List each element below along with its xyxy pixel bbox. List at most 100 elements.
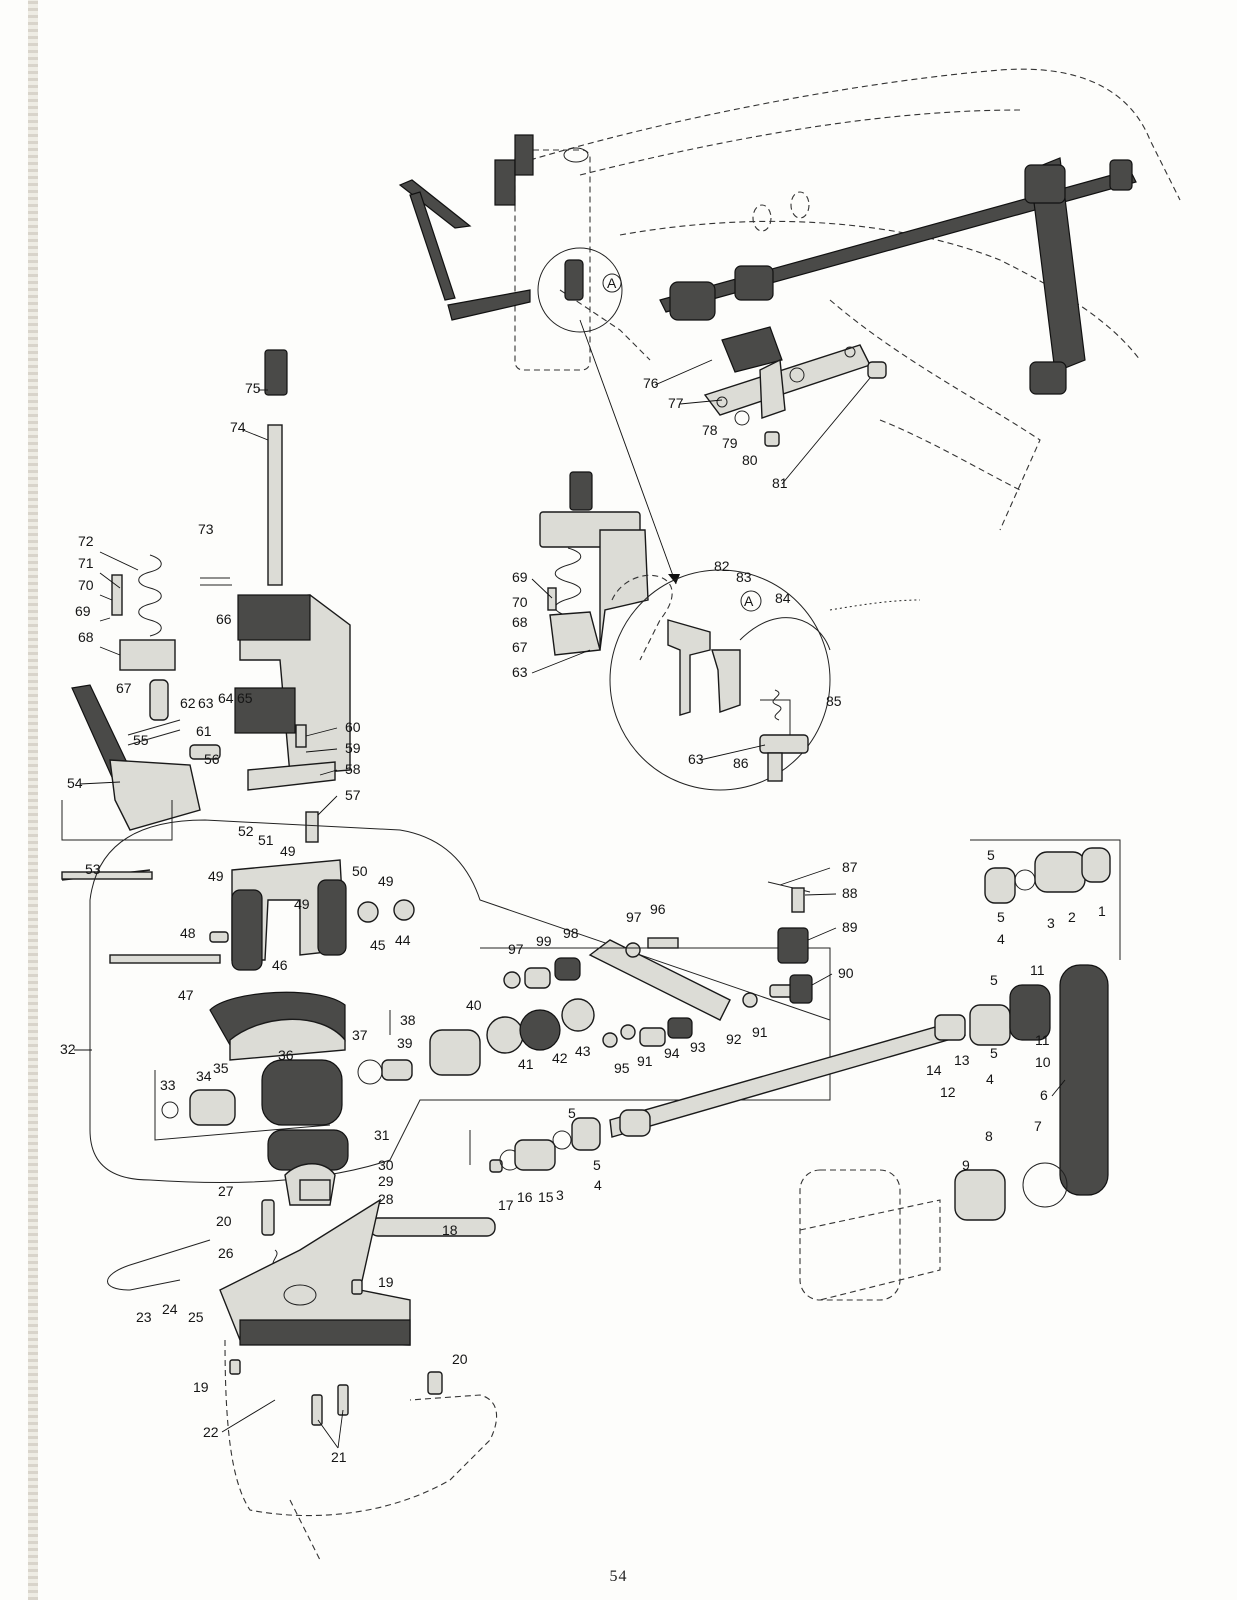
machine-arm-outline <box>514 68 1181 531</box>
part-callout-34: 34 <box>196 1068 212 1084</box>
part-callout-26: 26 <box>218 1245 234 1261</box>
part-callout-35: 35 <box>213 1060 229 1076</box>
detail-circle-a-small: A <box>537 247 680 585</box>
part-callout-5: 5 <box>593 1157 601 1173</box>
part-callout-60: 60 <box>345 719 361 735</box>
part-callout-44: 44 <box>395 932 411 948</box>
part-callout-22: 22 <box>203 1424 219 1440</box>
part-callout-69: 69 <box>512 569 528 585</box>
part-callout-76: 76 <box>643 375 659 391</box>
part-callout-24: 24 <box>162 1301 178 1317</box>
part-callout-37: 37 <box>352 1027 368 1043</box>
part-callout-94: 94 <box>664 1045 680 1061</box>
knee-lever-assembly <box>61 684 221 881</box>
part-callout-11: 11 <box>1030 962 1045 978</box>
part-callout-19: 19 <box>378 1274 394 1290</box>
part-callout-36: 36 <box>278 1047 294 1063</box>
bracket-44-52 <box>109 859 415 971</box>
part-callout-31: 31 <box>374 1127 390 1143</box>
part-callout-63: 63 <box>688 751 704 767</box>
part-callout-27: 27 <box>218 1183 234 1199</box>
part-callout-49: 49 <box>280 843 296 859</box>
part-callout-89: 89 <box>842 919 858 935</box>
part-callout-11: 11 <box>1035 1032 1050 1048</box>
part-callout-81: 81 <box>772 475 788 491</box>
pressure-bracket-detail: A <box>539 471 921 791</box>
page-binding-edge <box>28 0 38 1600</box>
part-callout-96: 96 <box>650 901 666 917</box>
lower-roller-assembly <box>107 1129 496 1291</box>
part-callout-90: 90 <box>838 965 854 981</box>
part-callout-19: 19 <box>193 1379 209 1395</box>
part-callout-49: 49 <box>294 896 310 912</box>
main-shaft <box>659 157 1137 395</box>
part-callout-50: 50 <box>352 863 368 879</box>
part-callout-49: 49 <box>208 868 224 884</box>
part-callout-82: 82 <box>714 558 730 574</box>
part-callout-20: 20 <box>216 1213 232 1229</box>
part-callout-71: 71 <box>78 555 94 571</box>
part-callout-83: 83 <box>736 569 752 585</box>
pressure-column <box>111 349 351 776</box>
part-callout-23: 23 <box>136 1309 152 1325</box>
part-callout-39: 39 <box>397 1035 413 1051</box>
part-callout-43: 43 <box>575 1043 591 1059</box>
part-callout-4: 4 <box>997 931 1005 947</box>
lift-lever <box>398 134 534 321</box>
part-callout-62: 62 <box>180 695 196 711</box>
part-callout-53: 53 <box>85 861 101 877</box>
part-callout-65: 65 <box>237 690 253 706</box>
part-callout-38: 38 <box>400 1012 416 1028</box>
part-callout-67: 67 <box>116 680 132 696</box>
part-callout-15: 15 <box>538 1189 554 1205</box>
part-callout-77: 77 <box>668 395 684 411</box>
part-callout-98: 98 <box>563 925 579 941</box>
part-callout-69: 69 <box>75 603 91 619</box>
part-callout-64: 64 <box>218 690 234 706</box>
part-callout-7: 7 <box>1034 1118 1042 1134</box>
plate-57-60 <box>247 724 336 843</box>
part-callout-1: 1 <box>1098 903 1106 919</box>
part-callout-72: 72 <box>78 533 94 549</box>
part-callout-46: 46 <box>272 957 288 973</box>
part-callout-78: 78 <box>702 422 718 438</box>
part-callout-70: 70 <box>512 594 528 610</box>
bracket-assembly-76-81 <box>703 326 887 447</box>
part-callout-17: 17 <box>498 1197 514 1213</box>
part-callout-74: 74 <box>230 419 246 435</box>
part-callout-5: 5 <box>990 972 998 988</box>
part-callout-51: 51 <box>258 832 274 848</box>
part-callout-84: 84 <box>775 590 791 606</box>
part-callout-95: 95 <box>614 1060 630 1076</box>
part-callout-33: 33 <box>160 1077 176 1093</box>
part-callout-45: 45 <box>370 937 386 953</box>
link-arm-91-99 <box>480 937 831 1048</box>
part-callout-67: 67 <box>512 639 528 655</box>
part-callout-99: 99 <box>536 933 552 949</box>
part-callout-5: 5 <box>997 909 1005 925</box>
part-callout-63: 63 <box>198 695 214 711</box>
part-callout-48: 48 <box>180 925 196 941</box>
part-callout-28: 28 <box>378 1191 394 1207</box>
part-callout-86: 86 <box>733 755 749 771</box>
part-callout-47: 47 <box>178 987 194 1003</box>
part-callout-9: 9 <box>962 1157 970 1173</box>
part-callout-73: 73 <box>198 521 214 537</box>
part-callout-8: 8 <box>985 1128 993 1144</box>
part-callout-70: 70 <box>78 577 94 593</box>
part-callout-75: 75 <box>245 380 261 396</box>
part-callout-85: 85 <box>826 693 842 709</box>
part-callout-3: 3 <box>556 1187 564 1203</box>
part-callout-91: 91 <box>752 1024 768 1040</box>
part-callout-68: 68 <box>78 629 94 645</box>
part-callout-56: 56 <box>204 751 220 767</box>
part-callout-52: 52 <box>238 823 254 839</box>
feed-roller-assembly <box>154 998 595 1141</box>
part-callout-5: 5 <box>990 1045 998 1061</box>
part-callout-5: 5 <box>987 847 995 863</box>
part-callout-91: 91 <box>637 1053 653 1069</box>
part-callout-55: 55 <box>133 732 149 748</box>
